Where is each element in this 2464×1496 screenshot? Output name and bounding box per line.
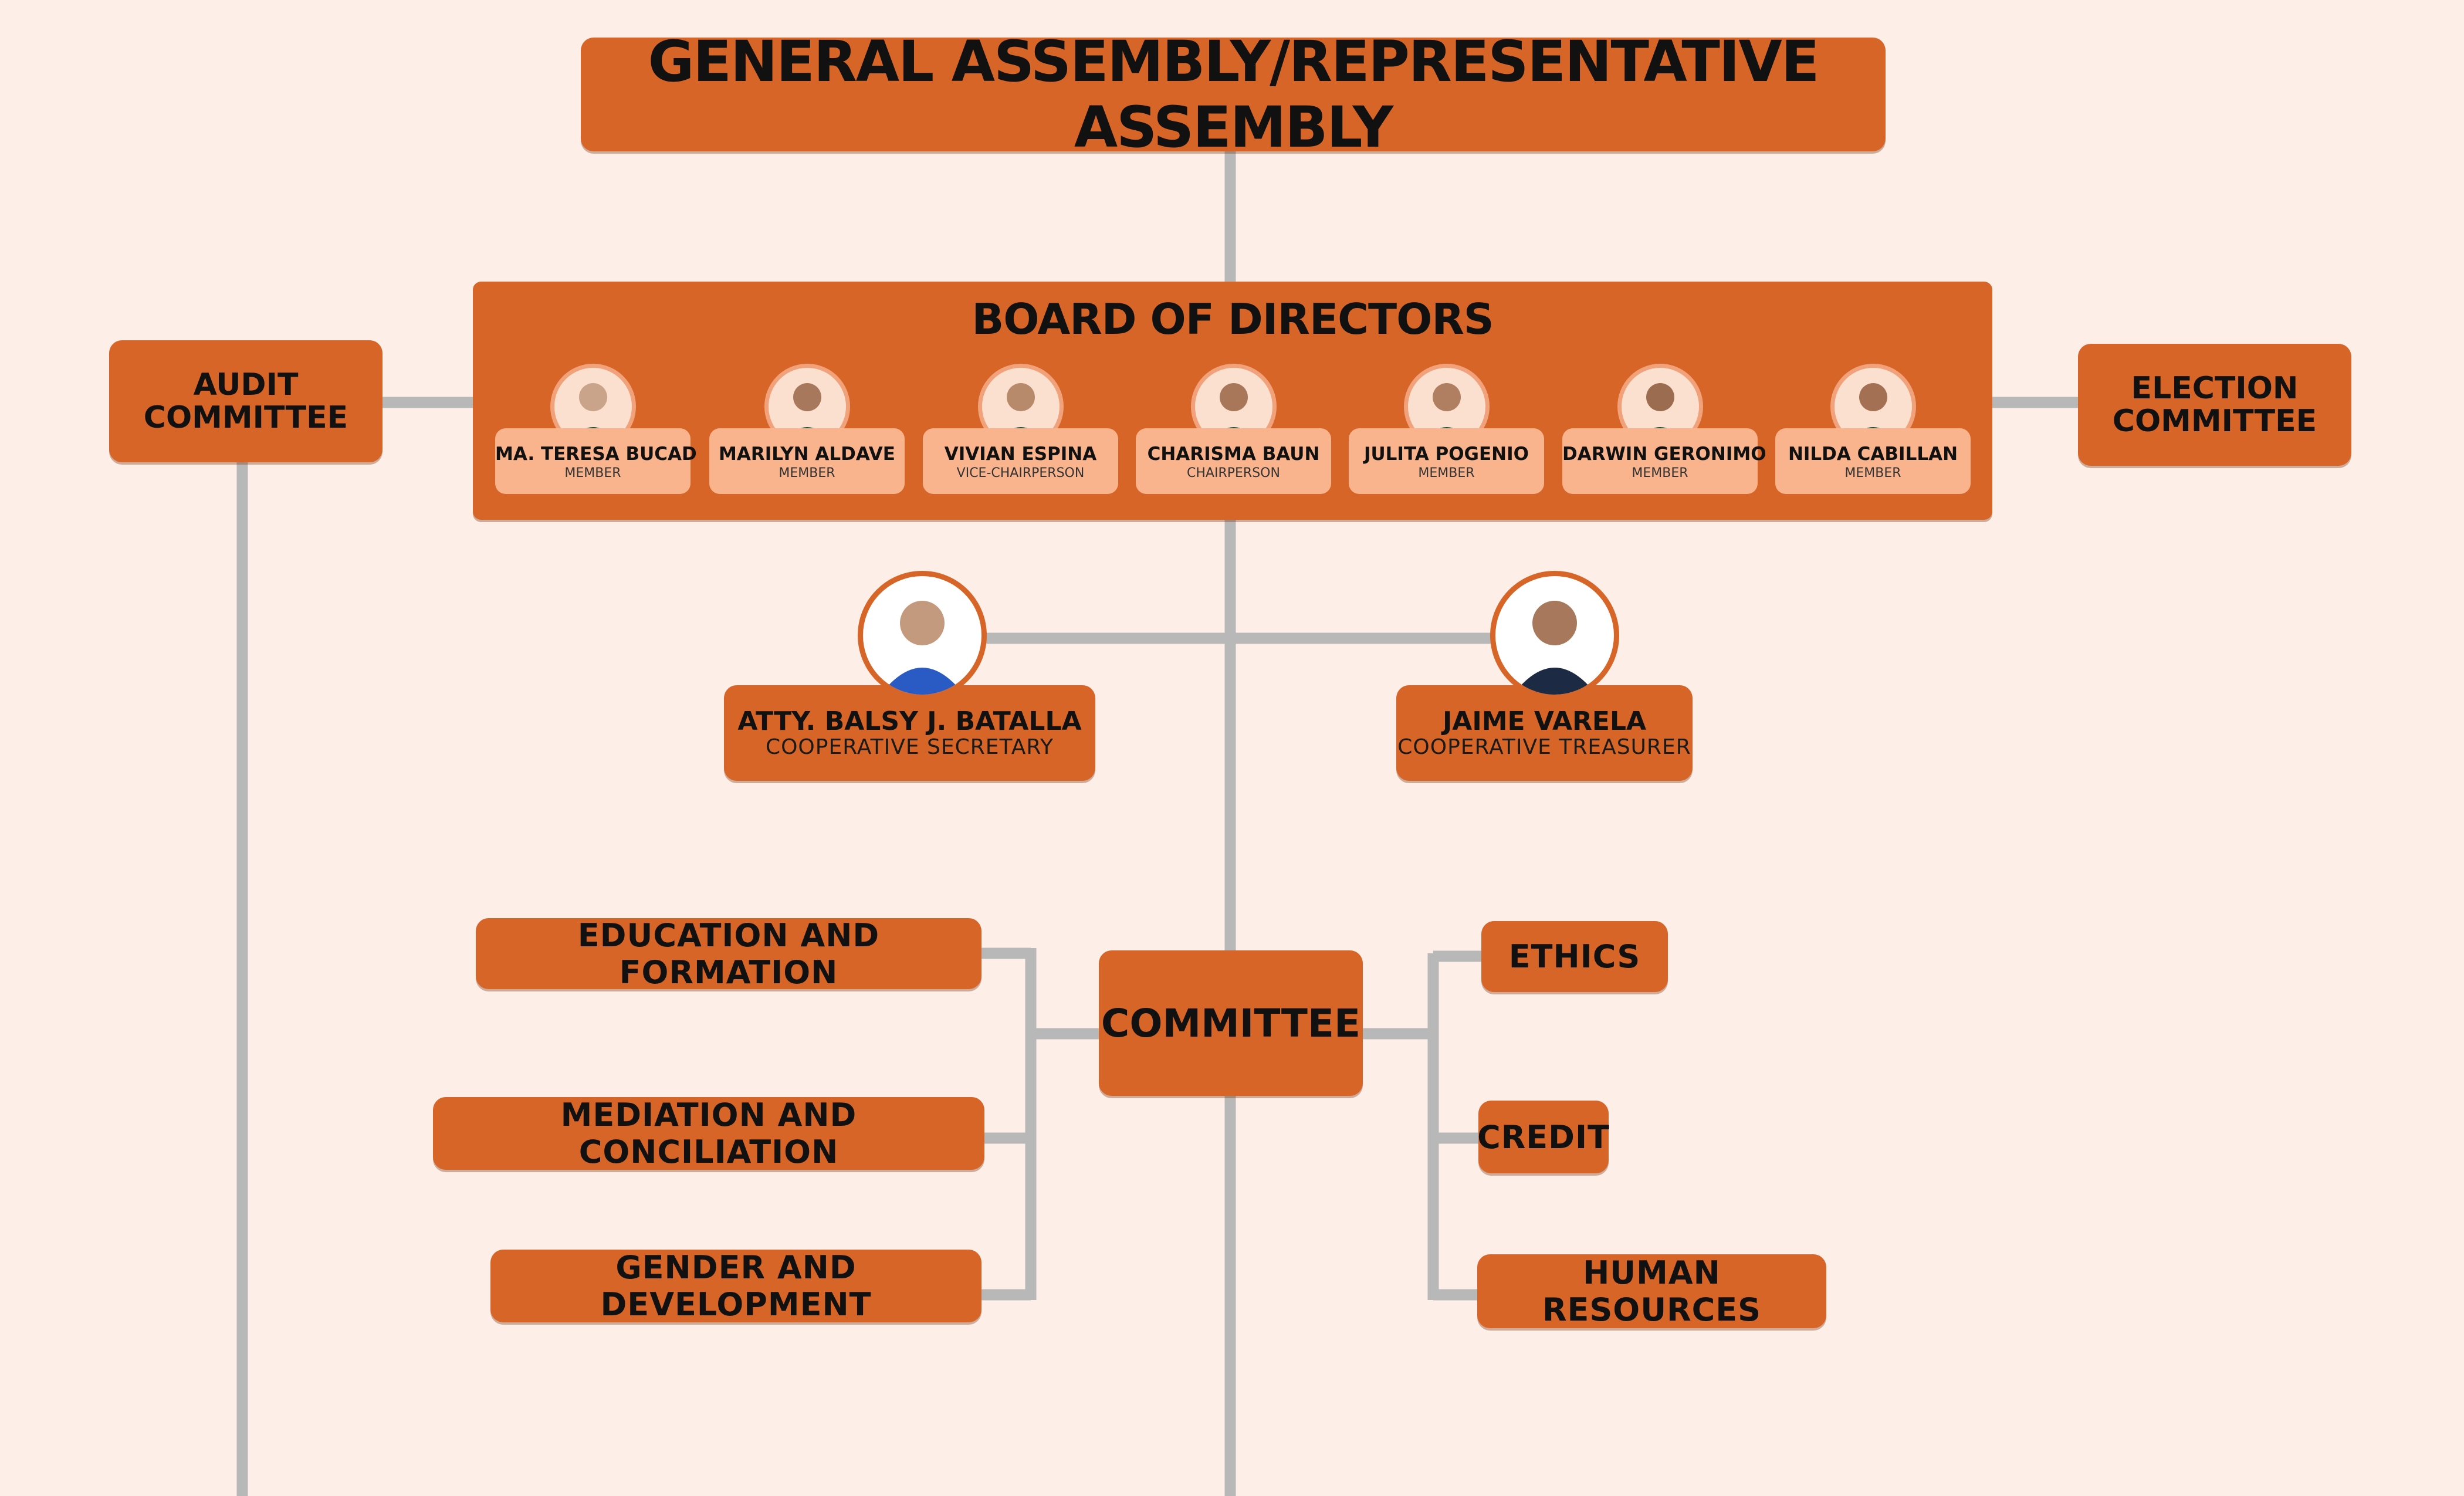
board-member-7: NILDA CABILLAN MEMBER — [1775, 364, 1971, 494]
member-card: JULITA POGENIO MEMBER — [1349, 428, 1544, 494]
secretary-photo — [858, 571, 987, 700]
committee-box: COMMITTEE — [1099, 950, 1363, 1096]
member-card: MARILYN ALDAVE MEMBER — [709, 428, 905, 494]
treasurer-box: JAIME VARELA COOPERATIVE TREASURER — [1396, 685, 1693, 781]
member-card: DARWIN GERONIMO MEMBER — [1562, 428, 1766, 494]
member-role: MEMBER — [1844, 466, 1901, 480]
member-name: DARWIN GERONIMO — [1562, 444, 1766, 465]
committee-human-resources: HUMAN RESOURCES — [1477, 1254, 1826, 1328]
audit-label-line1: AUDIT — [193, 367, 299, 402]
election-label-line1: ELECTION — [2131, 371, 2299, 406]
member-card: VIVIAN ESPINA VICE-CHAIRPERSON — [923, 428, 1118, 494]
committee-label: EDUCATION AND FORMATION — [577, 916, 880, 991]
board-title: BOARD OF DIRECTORS — [972, 295, 1494, 344]
member-name: JULITA POGENIO — [1363, 444, 1529, 465]
committee-label: MEDIATION AND CONCILIATION — [560, 1096, 857, 1170]
election-committee-box: ELECTION COMMITTEE — [2078, 344, 2351, 466]
board-member-2: MARILYN ALDAVE MEMBER — [709, 364, 905, 494]
committee-label: HUMAN RESOURCES — [1542, 1254, 1762, 1328]
committee-label: CREDIT — [1477, 1118, 1610, 1156]
board-member-6: DARWIN GERONIMO MEMBER — [1562, 364, 1766, 494]
committee-education-formation: EDUCATION AND FORMATION — [476, 916, 981, 991]
treasurer-photo — [1490, 571, 1619, 700]
member-card: MA. TERESA BUCAD MEMBER — [495, 428, 697, 494]
general-assembly-title: GENERAL ASSEMBLY/REPRESENTATIVE ASSEMBLY — [648, 29, 1820, 160]
member-role: MEMBER — [564, 466, 621, 480]
committee-label: GENDER AND DEVELOPMENT — [600, 1249, 872, 1323]
member-name: MA. TERESA BUCAD — [495, 444, 697, 465]
member-card: CHARISMA BAUN CHAIRPERSON — [1136, 428, 1331, 494]
committee-mediation-conciliation: MEDIATION AND CONCILIATION — [433, 1096, 984, 1170]
audit-committee-box: AUDIT COMMITTEE — [109, 340, 383, 462]
member-name: VIVIAN ESPINA — [944, 444, 1097, 465]
member-card: NILDA CABILLAN MEMBER — [1775, 428, 1971, 494]
election-label-line2: COMMITTEE — [2112, 404, 2317, 439]
committee-title: COMMITTEE — [1101, 1000, 1361, 1046]
member-role: MEMBER — [1418, 466, 1475, 480]
board-member-3: VIVIAN ESPINA VICE-CHAIRPERSON — [923, 364, 1118, 494]
board-member-1: MA. TERESA BUCAD MEMBER — [495, 364, 697, 494]
member-role: MEMBER — [779, 466, 835, 480]
committee-credit: CREDIT — [1477, 1101, 1610, 1173]
member-name: MARILYN ALDAVE — [719, 444, 895, 465]
member-name: CHARISMA BAUN — [1147, 444, 1320, 465]
committee-ethics: ETHICS — [1481, 921, 1668, 992]
treasurer-name: JAIME VARELA — [1442, 706, 1647, 736]
audit-label-line2: COMMITTEE — [143, 400, 348, 435]
secretary-name: ATTY. BALSY J. BATALLA — [737, 706, 1082, 736]
secretary-role: COOPERATIVE SECRETARY — [765, 735, 1054, 759]
member-name: NILDA CABILLAN — [1788, 444, 1958, 465]
committee-gender-development: GENDER AND DEVELOPMENT — [490, 1249, 981, 1323]
member-role: MEMBER — [1632, 466, 1688, 480]
board-member-4: CHARISMA BAUN CHAIRPERSON — [1136, 364, 1331, 494]
committee-label: ETHICS — [1508, 938, 1641, 975]
secretary-box: ATTY. BALSY J. BATALLA COOPERATIVE SECRE… — [724, 685, 1095, 781]
board-of-directors-box: BOARD OF DIRECTORS MA. TERESA BUCAD MEMB… — [473, 282, 1992, 520]
board-member-5: JULITA POGENIO MEMBER — [1349, 364, 1544, 494]
general-assembly-box: GENERAL ASSEMBLY/REPRESENTATIVE ASSEMBLY — [581, 29, 1886, 160]
treasurer-role: COOPERATIVE TREASURER — [1397, 735, 1691, 759]
member-role: VICE-CHAIRPERSON — [956, 466, 1085, 480]
member-role: CHAIRPERSON — [1187, 466, 1280, 480]
